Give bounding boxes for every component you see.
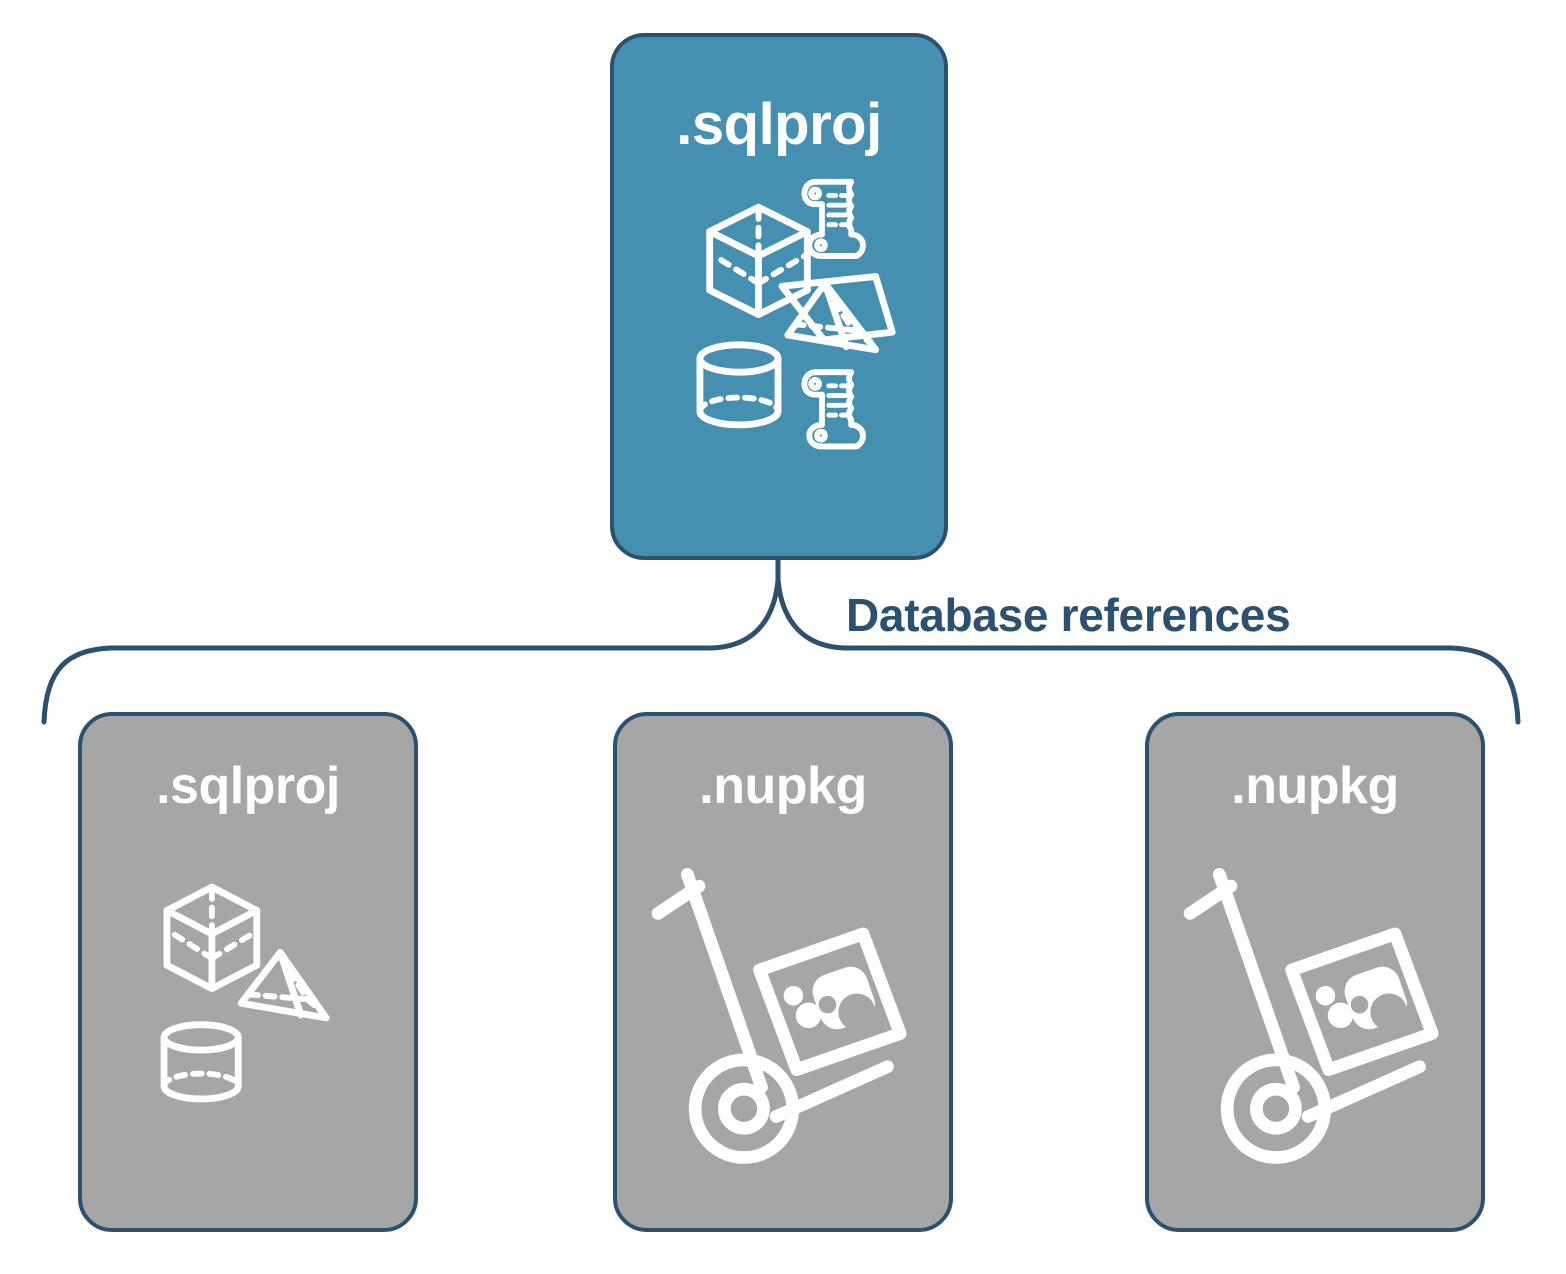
pyramid-icon [237,949,330,1022]
cube-icon [163,883,261,993]
cylinder-icon [160,1021,242,1103]
connector-label: Database references [846,589,1291,641]
hand-truck-package-icon [1183,868,1439,1164]
node-root-label: .sqlproj [676,92,882,157]
pyramid-icon [778,273,896,344]
cylinder-hidden-edge [696,394,781,415]
node-reference-nupkg-2[interactable]: .nupkg [1145,712,1485,1232]
pyramid-hidden-edges [792,285,875,347]
node-reference-sqlproj[interactable]: .sqlproj [78,712,418,1232]
node-reference-label: .nupkg [699,757,867,815]
pyramid-hidden-edges [247,954,327,1016]
hand-truck-package-icon [651,868,907,1164]
cylinder-icon [696,341,782,429]
scroll-lines [826,383,850,418]
scroll-icon [801,178,866,259]
cube-icon [706,203,811,318]
cube-hidden-edges [168,887,257,962]
scroll-lines [826,193,850,228]
node-reference-label: .nupkg [1231,757,1399,815]
node-root-sqlproj[interactable]: .sqlproj [610,33,948,560]
cube-hidden-edges [711,207,808,287]
node-reference-nupkg-1[interactable]: .nupkg [613,712,953,1232]
pyramid-icon-body [784,279,880,354]
cylinder-hidden-edge [161,1070,242,1090]
scroll-icon [801,369,866,450]
node-reference-label: .sqlproj [156,757,340,815]
